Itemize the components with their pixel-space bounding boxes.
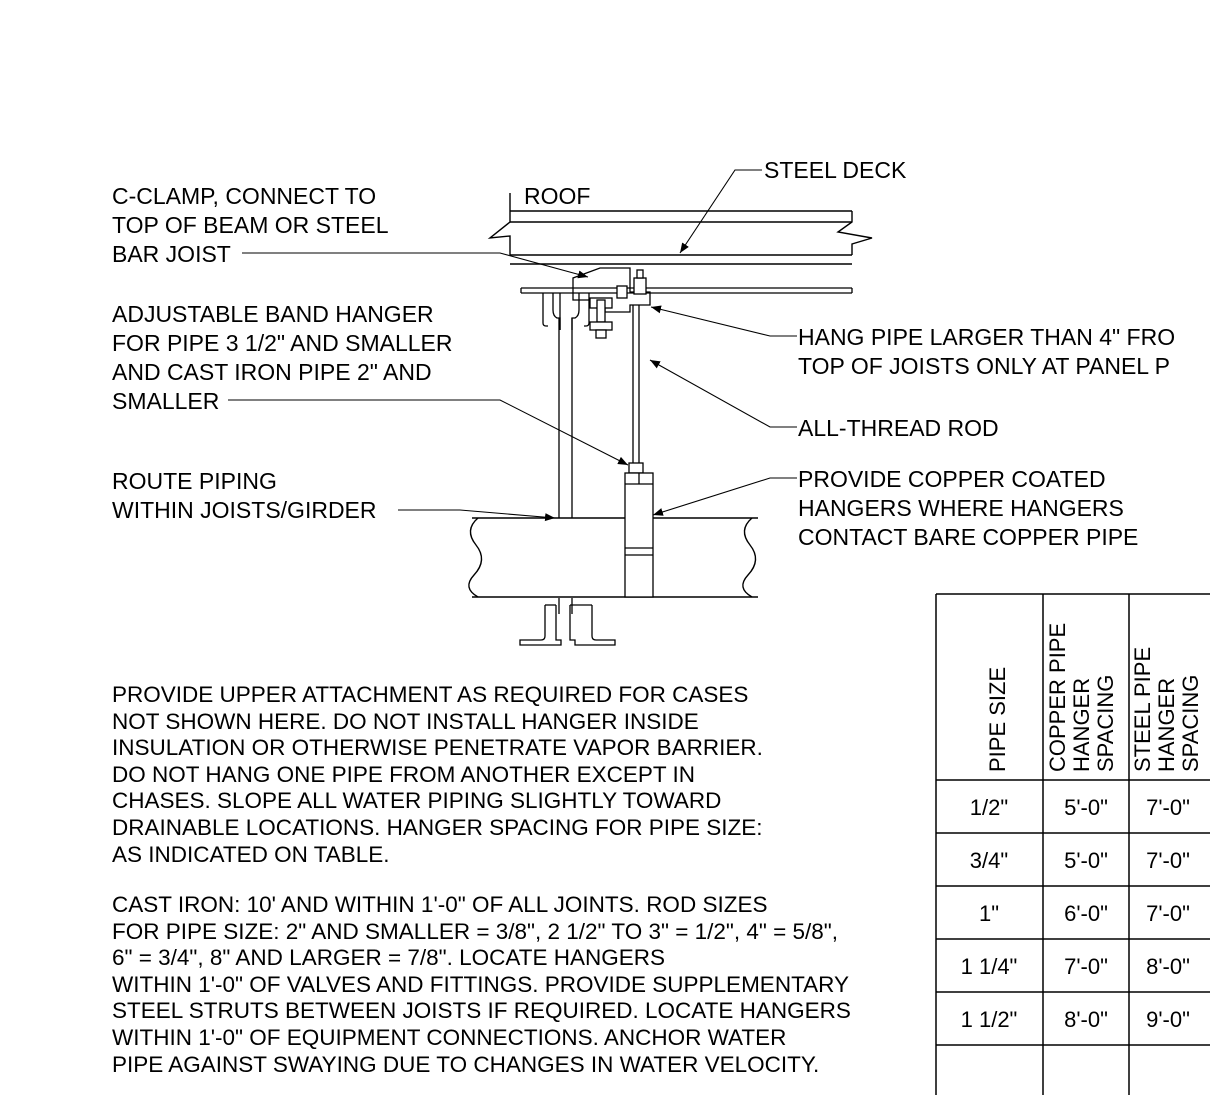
general-notes: PROVIDE UPPER ATTACHMENT AS REQUIRED FOR… bbox=[112, 682, 763, 867]
table-cell: 7'-0" bbox=[1146, 848, 1190, 873]
joist-bottom-chord bbox=[519, 604, 616, 646]
table-cell: 1/2" bbox=[970, 795, 1008, 820]
table-cell: 1" bbox=[979, 901, 999, 926]
table-cell: 8'-0" bbox=[1146, 954, 1190, 979]
hanger-spacing-table: PIPE SIZE COPPER PIPE HANGER SPACING STE… bbox=[935, 593, 1210, 1095]
c-clamp-label-line2: TOP OF BEAM OR STEEL bbox=[112, 212, 389, 238]
c-clamp bbox=[572, 267, 651, 339]
c-clamp-label-line3: BAR JOIST bbox=[112, 241, 231, 267]
table-cell: 5'-0" bbox=[1064, 795, 1108, 820]
hang-large-label-line2: TOP OF JOISTS ONLY AT PANEL P bbox=[798, 353, 1170, 379]
table-cell: 7'-0" bbox=[1146, 795, 1190, 820]
steel-deck-label: STEEL DECK bbox=[764, 157, 907, 183]
table-cell: 7'-0" bbox=[1146, 901, 1190, 926]
rod-label: ALL-THREAD ROD bbox=[798, 415, 999, 441]
table-cell: 8'-0" bbox=[1064, 1007, 1108, 1032]
hang-large-label-line1: HANG PIPE LARGER THAN 4" FRO bbox=[798, 324, 1175, 350]
all-thread-rod bbox=[628, 305, 644, 474]
joist-web bbox=[558, 318, 573, 614]
copper-coated-label-line1: PROVIDE COPPER COATED bbox=[798, 466, 1106, 492]
table-cell: 1 1/4" bbox=[961, 954, 1018, 979]
table-header-copper-line2: HANGER bbox=[1069, 678, 1094, 772]
band-hanger bbox=[624, 472, 654, 598]
copper-coated-label-line3: CONTACT BARE COPPER PIPE bbox=[798, 524, 1138, 550]
band-hanger-label-line1: ADJUSTABLE BAND HANGER bbox=[112, 301, 434, 327]
leader-lines bbox=[228, 169, 797, 522]
roof-deck bbox=[487, 193, 873, 265]
table-header-steel-line3: SPACING bbox=[1178, 675, 1203, 772]
band-hanger-label-line2: FOR PIPE 3 1/2" AND SMALLER bbox=[112, 330, 453, 356]
pipe bbox=[468, 517, 758, 598]
table-header-steel-line1: STEEL PIPE bbox=[1130, 647, 1155, 772]
table-cell: 7'-0" bbox=[1064, 954, 1108, 979]
band-hanger-label-line4: SMALLER bbox=[112, 388, 219, 414]
copper-coated-label-line2: HANGERS WHERE HANGERS bbox=[798, 495, 1124, 521]
band-hanger-label-line3: AND CAST IRON PIPE 2" AND bbox=[112, 359, 432, 385]
table-header-copper-line3: SPACING bbox=[1093, 675, 1118, 772]
joist-top-chord bbox=[520, 287, 853, 330]
table-header-steel-line2: HANGER bbox=[1154, 678, 1179, 772]
table-cell: 9'-0" bbox=[1146, 1007, 1190, 1032]
table-cell: 3/4" bbox=[970, 848, 1008, 873]
c-clamp-label-line1: C-CLAMP, CONNECT TO bbox=[112, 183, 376, 209]
table-cell: 1 1/2" bbox=[961, 1007, 1018, 1032]
table-header-pipe-size: PIPE SIZE bbox=[985, 667, 1010, 772]
table-cell: 6'-0" bbox=[1064, 901, 1108, 926]
route-label-line1: ROUTE PIPING bbox=[112, 468, 277, 494]
callout-labels: STEEL DECK ROOF C-CLAMP, CONNECT TO TOP … bbox=[112, 157, 1175, 550]
roof-label: ROOF bbox=[524, 183, 590, 209]
route-label-line2: WITHIN JOISTS/GIRDER bbox=[112, 497, 377, 523]
cast-iron-notes: CAST IRON: 10' AND WITHIN 1'-0" OF ALL J… bbox=[112, 892, 851, 1077]
table-cell: 5'-0" bbox=[1064, 848, 1108, 873]
table-header-copper-line1: COPPER PIPE bbox=[1045, 623, 1070, 772]
